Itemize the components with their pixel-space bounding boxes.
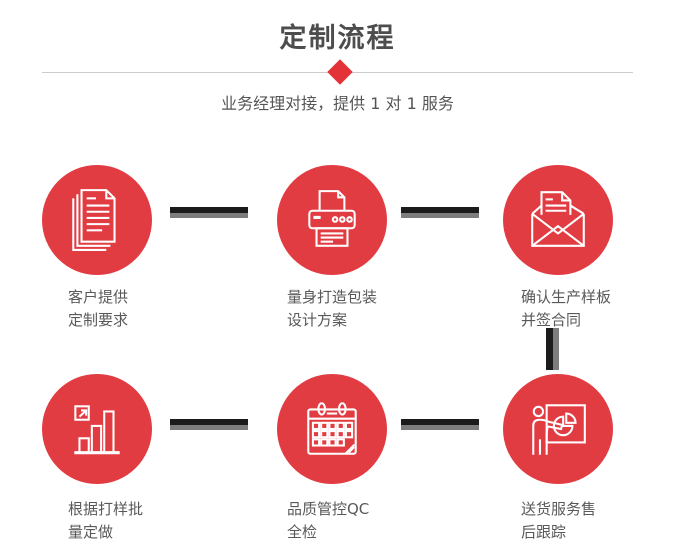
step-circle-delivery-tracking (503, 374, 613, 484)
step-label-delivery-tracking: 送货服务售 后跟踪 (521, 500, 597, 541)
step-circle-packaging-design (277, 165, 387, 275)
step-circle-quality-control (277, 374, 387, 484)
step-label-quality-control: 品质管控QC 全检 (287, 500, 370, 541)
bar-chart-icon (74, 405, 120, 455)
documents-icon (72, 189, 116, 251)
diamond-icon (327, 59, 353, 85)
step-circle-batch-production (42, 374, 152, 484)
connector-step2-step3 (401, 207, 479, 218)
step-label-customer-requirements: 客户提供 定制要求 (68, 288, 129, 329)
connector-step3-step6 (546, 328, 559, 370)
connector-step1-step2 (170, 207, 248, 218)
step-label-batch-production: 根据打样批 量定做 (68, 500, 144, 541)
printer-icon (308, 190, 356, 247)
step-circle-sample-contract (503, 165, 613, 275)
page-subtitle: 业务经理对接，提供 1 对 1 服务 (221, 94, 454, 113)
step-label-packaging-design: 量身打造包装 设计方案 (287, 288, 378, 329)
step-circle-customer-requirements (42, 165, 152, 275)
page-title: 定制流程 (279, 23, 396, 54)
presenter-icon (532, 404, 586, 455)
connector-step4-step5 (170, 419, 248, 430)
step-label-sample-contract: 确认生产样板 并签合同 (521, 288, 612, 329)
calendar-icon (307, 402, 357, 455)
connector-step5-step6 (401, 419, 479, 430)
envelope-icon (531, 191, 585, 247)
